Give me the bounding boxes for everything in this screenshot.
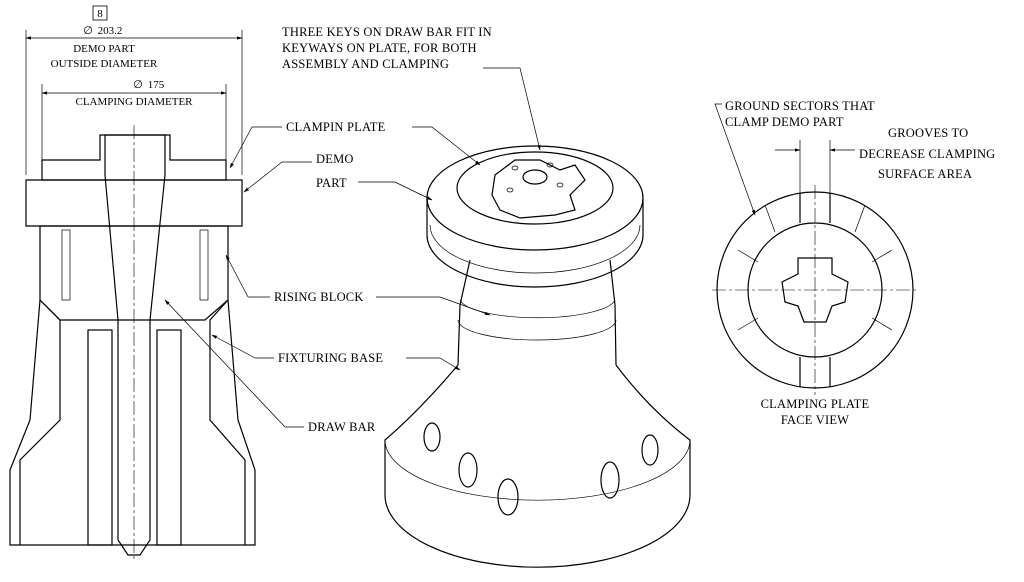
- label-grooves-2: DECREASE CLAMPING: [859, 147, 995, 161]
- label-three-keys-1: THREE KEYS ON DRAW BAR FIT IN: [282, 25, 492, 39]
- label-draw-bar: DRAW BAR: [308, 420, 376, 434]
- label-demo-2: PART: [316, 176, 347, 190]
- isometric-view: [358, 67, 691, 568]
- demo-diameter-label-1: DEMO PART: [73, 43, 135, 55]
- section-view: 8 ∅ 203.2 DEMO PART OUTSIDE DIAMETER ∅ 1…: [9, 5, 256, 560]
- diameter-symbol: ∅: [83, 25, 93, 37]
- clamp-diameter-value: 175: [148, 79, 165, 91]
- dim-box-value: 8: [97, 8, 103, 20]
- leaders-left: [164, 126, 312, 428]
- label-clampin-plate: CLAMPIN PLATE: [286, 120, 386, 134]
- label-three-keys-2: KEYWAYS ON PLATE, FOR BOTH: [282, 41, 477, 55]
- clamp-diameter-symbol: ∅: [133, 79, 143, 91]
- label-face-view-1: CLAMPING PLATE: [761, 397, 870, 411]
- label-grooves-1: GROOVES TO: [888, 126, 968, 140]
- label-three-keys-3: ASSEMBLY AND CLAMPING: [282, 57, 449, 71]
- label-face-view-2: FACE VIEW: [781, 413, 849, 427]
- label-ground-sectors-1: GROUND SECTORS THAT: [725, 99, 875, 113]
- label-ground-sectors-2: CLAMP DEMO PART: [725, 115, 844, 129]
- face-view: [712, 103, 918, 395]
- demo-diameter-value: 203.2: [98, 25, 123, 37]
- demo-diameter-dimension: 8 ∅ 203.2 DEMO PART OUTSIDE DIAMETER: [25, 5, 243, 175]
- clamping-diameter-dimension: ∅ 175 CLAMPING DIAMETER: [41, 79, 227, 160]
- label-grooves-3: SURFACE AREA: [878, 167, 972, 181]
- demo-diameter-label-2: OUTSIDE DIAMETER: [51, 58, 158, 70]
- label-fixturing-base: FIXTURING BASE: [278, 351, 383, 365]
- label-demo-1: DEMO: [316, 152, 354, 166]
- label-rising-block: RISING BLOCK: [274, 290, 364, 304]
- clamp-diameter-label: CLAMPING DIAMETER: [75, 96, 193, 108]
